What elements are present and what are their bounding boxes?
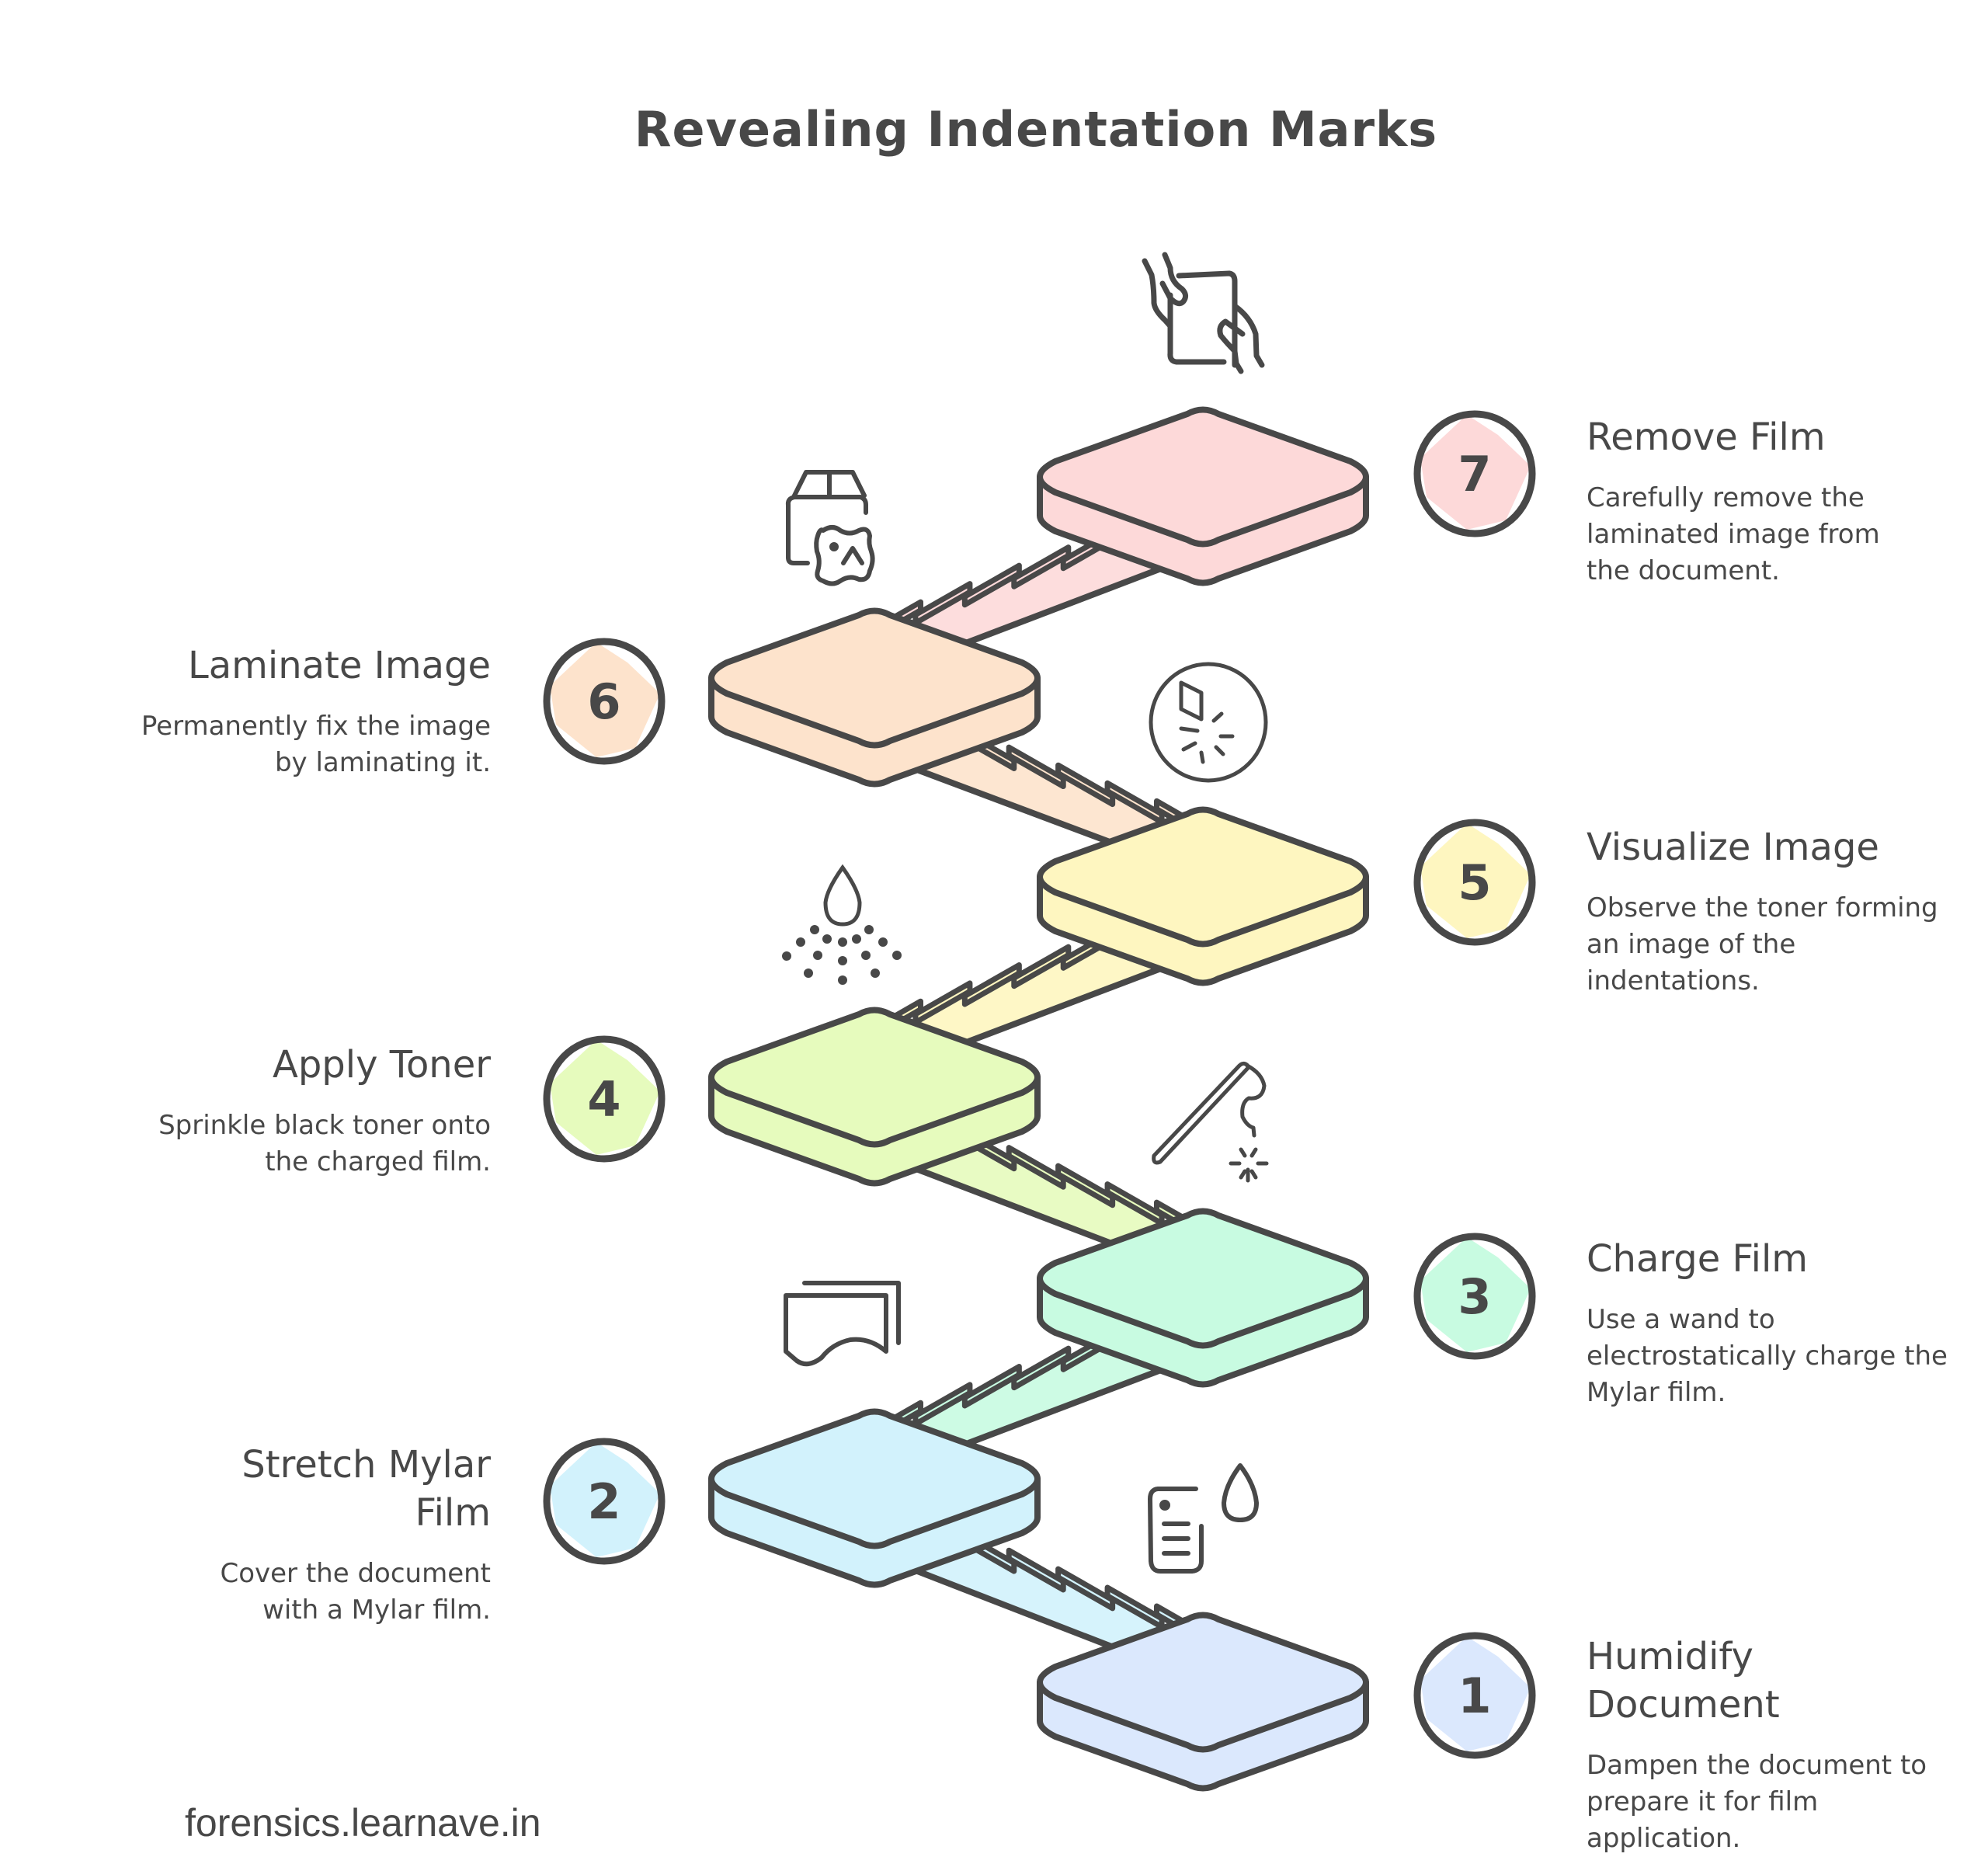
platform-top xyxy=(708,1408,1041,1549)
platform-step-5 xyxy=(1037,806,1369,986)
step-number: 7 xyxy=(1458,446,1491,503)
stair-tread xyxy=(912,581,973,626)
stair-tread xyxy=(961,1364,1022,1409)
step-2-title-line-1: Stretch Mylar xyxy=(242,1443,491,1487)
step-number: 5 xyxy=(1458,854,1491,911)
badge-ring xyxy=(543,638,666,765)
crystal-spark-icon xyxy=(1149,662,1268,783)
step-badge-6: 6 xyxy=(543,638,666,765)
stair-tread xyxy=(1104,1584,1165,1630)
step-5-label: Visualize Image Observe the toner formin… xyxy=(1587,823,1988,1000)
step-1-description: Dampen the document to prepare it for fi… xyxy=(1587,1750,1927,1854)
droplet-sprinkle-icon xyxy=(782,864,902,985)
footer-url: forensics.learnave.in xyxy=(185,1801,541,1845)
platform-top xyxy=(708,607,1041,749)
box-image-icon xyxy=(785,470,875,586)
stair-tread xyxy=(1055,1566,1116,1612)
platform-top xyxy=(708,1007,1041,1148)
badge-ring xyxy=(543,1035,666,1163)
badge-ring xyxy=(1413,819,1536,946)
step-2-label: Stretch Mylar Film Cover the document wi… xyxy=(134,1441,491,1629)
step-number: 4 xyxy=(587,1071,620,1128)
platform-step-4 xyxy=(708,1007,1041,1187)
stair-tread xyxy=(961,962,1022,1007)
stair-tread xyxy=(961,562,1022,608)
platform-top xyxy=(1037,406,1369,548)
step-number: 2 xyxy=(587,1473,620,1530)
stair-tread xyxy=(1006,1145,1066,1190)
step-1-title-line-1: Humidify xyxy=(1587,1635,1753,1678)
step-4-label: Apply Toner Sprinkle black toner onto th… xyxy=(134,1041,491,1181)
step-3-title: Charge Film xyxy=(1587,1237,1809,1281)
stair-tread xyxy=(1055,1163,1116,1208)
step-badge-5: 5 xyxy=(1413,819,1536,946)
step-4-description: Sprinkle black toner onto the charged fi… xyxy=(158,1110,491,1177)
platform-step-7 xyxy=(1037,406,1369,586)
stair-tread xyxy=(1011,1345,1072,1391)
step-2-description: Cover the document with a Mylar film. xyxy=(220,1558,491,1626)
step-badge-4: 4 xyxy=(543,1035,666,1163)
step-5-title: Visualize Image xyxy=(1587,826,1879,869)
badge-highlight xyxy=(1420,415,1531,530)
step-1-label: Humidify Document Dampen the document to… xyxy=(1587,1633,1988,1857)
step-5-description: Observe the toner forming an image of th… xyxy=(1587,892,1938,996)
document-droplet-icon xyxy=(1148,1463,1259,1574)
platform-step-1 xyxy=(1037,1612,1369,1792)
film-sheet-icon xyxy=(784,1281,901,1367)
platform-top xyxy=(1037,806,1369,948)
badge-highlight xyxy=(1420,823,1531,938)
step-6-label: Laminate Image Permanently fix the image… xyxy=(134,642,491,781)
stair-tread xyxy=(1011,544,1072,589)
step-number: 1 xyxy=(1458,1667,1491,1724)
badge-highlight xyxy=(1420,1636,1531,1751)
badge-highlight xyxy=(550,642,660,757)
step-2-title-line-2: Film xyxy=(415,1491,491,1535)
badge-highlight xyxy=(1420,1237,1531,1352)
badge-highlight xyxy=(550,1040,660,1155)
diagram-title: Revealing Indentation Marks xyxy=(634,101,1438,158)
step-number: 6 xyxy=(587,673,620,730)
step-1-title-line-2: Document xyxy=(1587,1683,1780,1727)
step-6-description: Permanently fix the image by laminating … xyxy=(141,711,491,778)
stair-tread xyxy=(1104,780,1165,826)
step-badge-1: 1 xyxy=(1413,1632,1536,1759)
step-badge-7: 7 xyxy=(1413,410,1536,537)
step-6-title: Laminate Image xyxy=(187,644,491,687)
stair-tread xyxy=(1055,762,1116,808)
step-7-title: Remove Film xyxy=(1587,416,1826,459)
step-7-description: Carefully remove the laminated image fro… xyxy=(1587,482,1880,586)
platform-top xyxy=(1037,1612,1369,1753)
step-3-label: Charge Film Use a wand to electrostatica… xyxy=(1587,1235,1988,1411)
platform-step-2 xyxy=(708,1408,1041,1588)
stair-tread xyxy=(912,1382,973,1427)
step-badge-3: 3 xyxy=(1413,1233,1536,1360)
platform-step-6 xyxy=(708,607,1041,788)
wand-spark-icon xyxy=(1152,1061,1269,1183)
stair-tread xyxy=(1104,1181,1165,1226)
stair-tread xyxy=(1006,744,1066,790)
stair-tread xyxy=(1006,1547,1066,1593)
badge-ring xyxy=(1413,1233,1536,1360)
step-3-description: Use a wand to electrostatically charge t… xyxy=(1587,1304,1948,1408)
badge-ring xyxy=(1413,1632,1536,1759)
stair-tread xyxy=(1011,944,1072,989)
platform-top xyxy=(1037,1208,1369,1349)
step-number: 3 xyxy=(1458,1268,1491,1325)
platform-step-3 xyxy=(1037,1208,1369,1388)
step-7-label: Remove Film Carefully remove the laminat… xyxy=(1587,413,1988,589)
step-4-title: Apply Toner xyxy=(273,1043,491,1087)
hands-sheet-icon xyxy=(1142,252,1265,374)
stair-tread xyxy=(912,980,973,1025)
badge-ring xyxy=(543,1438,666,1565)
badge-ring xyxy=(1413,410,1536,537)
badge-highlight xyxy=(550,1442,660,1557)
step-badge-2: 2 xyxy=(543,1438,666,1565)
